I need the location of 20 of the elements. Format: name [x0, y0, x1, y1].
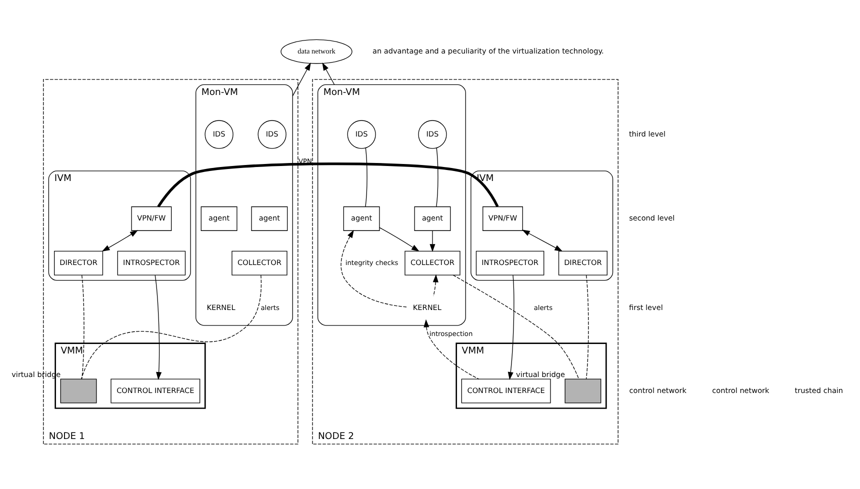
arrow	[379, 227, 420, 252]
arrow	[432, 274, 438, 296]
arrow	[424, 319, 480, 380]
arrow	[292, 62, 311, 96]
arrow	[340, 230, 408, 308]
arrow	[154, 274, 162, 380]
arrow	[102, 230, 138, 252]
connector	[452, 274, 580, 380]
arrow	[508, 274, 514, 380]
arrow	[430, 230, 436, 252]
node-box	[564, 378, 602, 404]
connector	[81, 274, 84, 380]
connector	[81, 274, 262, 380]
node-box	[60, 378, 97, 404]
connector	[436, 148, 438, 208]
connector	[586, 274, 589, 380]
connector	[157, 162, 499, 208]
connector	[365, 148, 368, 208]
arrow	[322, 62, 335, 86]
arrow	[522, 230, 563, 252]
